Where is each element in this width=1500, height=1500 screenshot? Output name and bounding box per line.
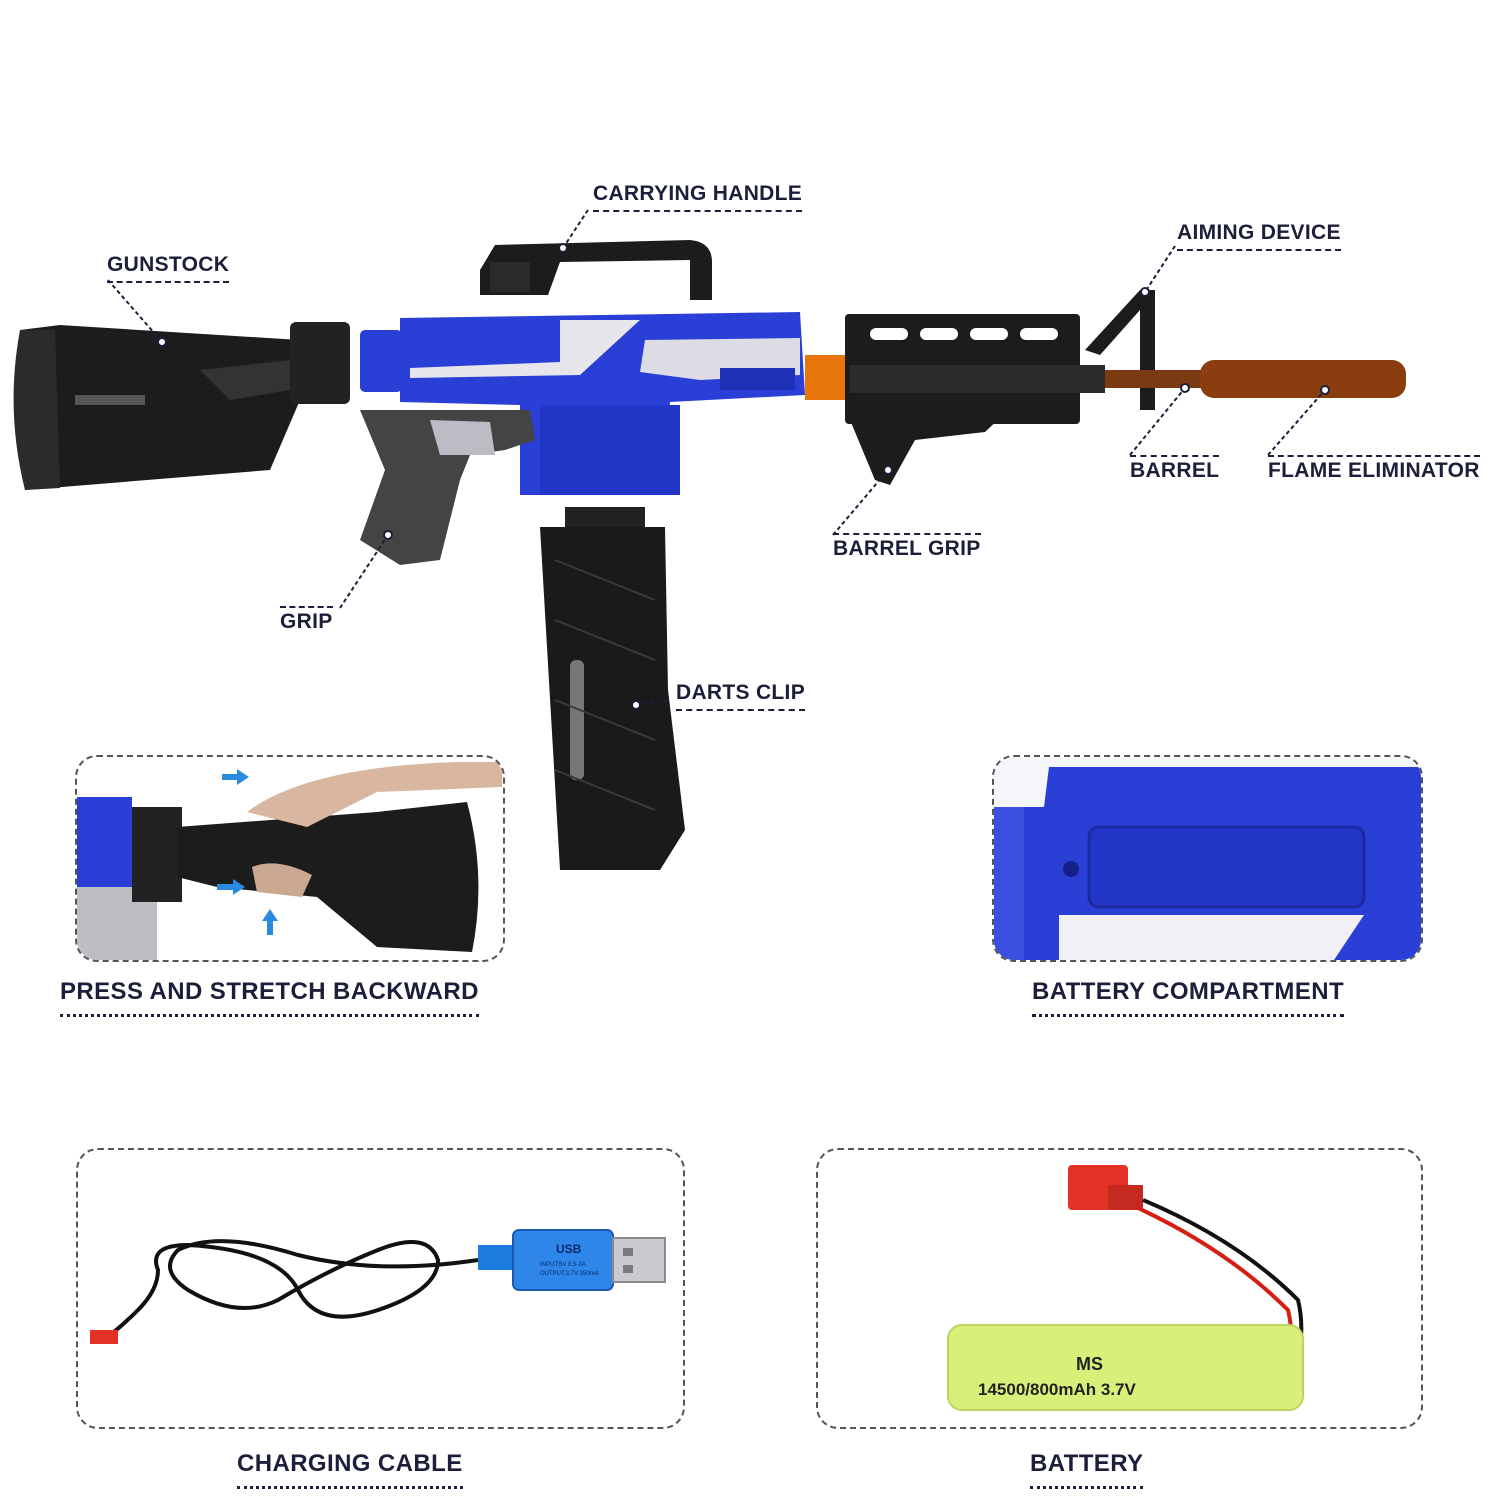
gunstock-part <box>13 322 350 490</box>
battery-brand-label: MS <box>1076 1354 1103 1374</box>
label-grip: GRIP <box>280 606 333 638</box>
press-stretch-illustration <box>77 762 502 960</box>
blaster-diagram <box>13 209 1406 870</box>
label-barrel-grip: BARREL GRIP <box>833 533 981 565</box>
press-stretch-panel <box>75 755 505 962</box>
label-barrel: BARREL <box>1130 455 1220 487</box>
darts-clip-part <box>540 507 685 870</box>
label-flame-eliminator: FLAME ELIMINATOR <box>1268 455 1480 487</box>
barrel-part <box>1105 370 1205 388</box>
battery-panel: MS 14500/800mAh 3.7V <box>816 1148 1423 1429</box>
charging-cable-caption: CHARGING CABLE <box>237 1450 463 1489</box>
charging-cable-illustration: USB INPUT:5V 0.5-2A OUTPUT:3.7V 350mA <box>90 1229 666 1344</box>
charging-cable-panel: USB INPUT:5V 0.5-2A OUTPUT:3.7V 350mA <box>76 1148 685 1429</box>
battery-spec-label: 14500/800mAh 3.7V <box>978 1380 1136 1399</box>
usb-plug-icon <box>612 1237 666 1283</box>
barrel-stub-part <box>805 355 845 400</box>
battery-illustration: MS 14500/800mAh 3.7V <box>947 1165 1304 1411</box>
battery-compartment-panel <box>992 755 1423 962</box>
battery-compartment-illustration <box>994 757 1421 960</box>
label-aiming-device: AIMING DEVICE <box>1177 221 1341 251</box>
battery-compartment-caption: BATTERY COMPARTMENT <box>1032 978 1345 1017</box>
handguard-part <box>845 314 1105 424</box>
blaster-body-part <box>360 312 805 495</box>
barrel-grip-part <box>850 418 1000 485</box>
grip-part <box>360 410 535 565</box>
label-carrying-handle: CARRYING HANDLE <box>593 182 803 212</box>
label-gunstock: GUNSTOCK <box>107 253 230 283</box>
battery-caption: BATTERY <box>1030 1450 1144 1489</box>
usb-spec-input: INPUT:5V 0.5-2A <box>540 1262 586 1268</box>
label-darts-clip: DARTS CLIP <box>676 681 805 711</box>
usb-label: USB <box>556 1242 582 1256</box>
carrying-handle-part <box>480 240 712 300</box>
aiming-device-part <box>1085 290 1155 410</box>
flame-eliminator-part <box>1200 360 1406 398</box>
jst-connector-icon <box>90 1330 118 1344</box>
usb-spec-output: OUTPUT:3.7V 350mA <box>540 1271 599 1277</box>
press-stretch-caption: PRESS AND STRETCH BACKWARD <box>60 978 479 1017</box>
